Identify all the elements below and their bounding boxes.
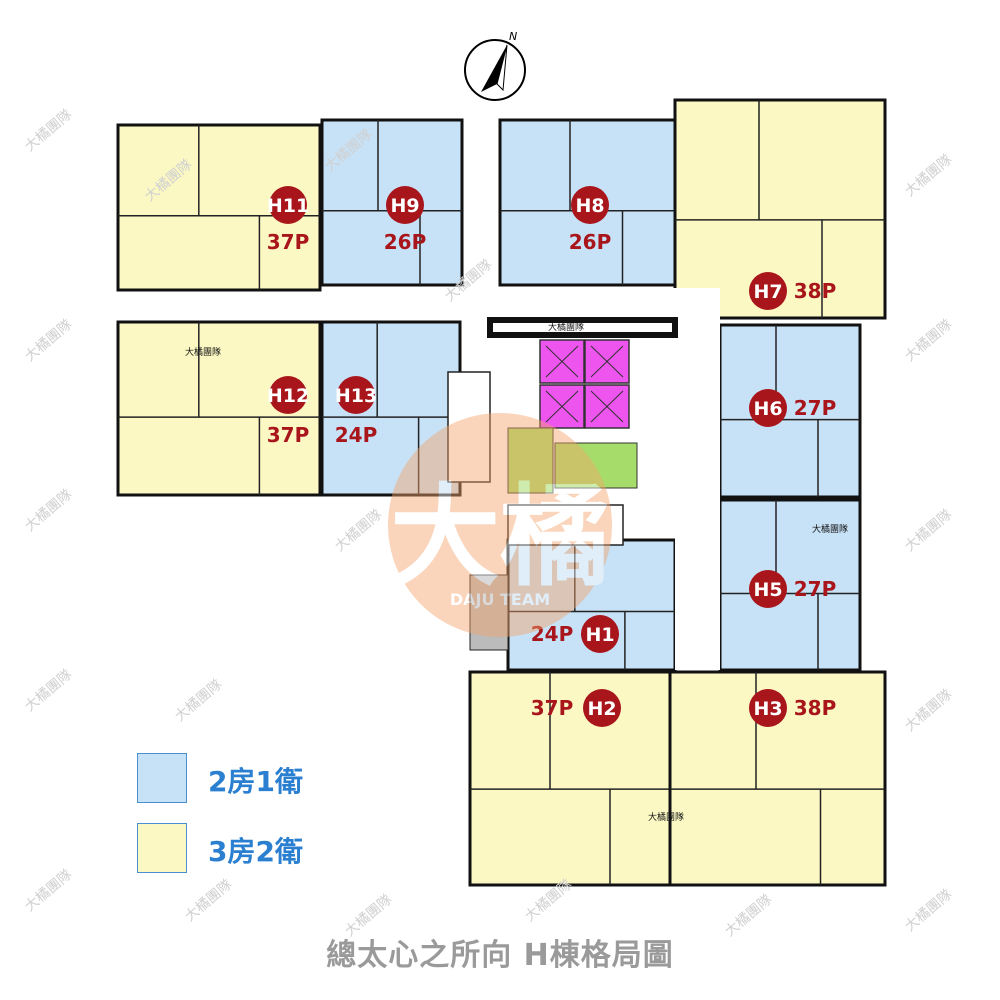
unit-label: H3 38P: [749, 689, 836, 727]
watermark-logo: 大橘 DAJU TEAM: [388, 413, 612, 637]
stairs: [554, 442, 638, 489]
legend-label-two-room: 2房1衛: [208, 765, 303, 798]
unit-size: 37P: [267, 230, 310, 254]
unit-label: H2 37P: [531, 689, 621, 727]
unit-id: H3: [753, 698, 782, 720]
elevator: [539, 384, 585, 429]
unit-badge: [269, 186, 307, 224]
unit-size: 26P: [384, 230, 427, 254]
shaft: [507, 504, 624, 546]
compass-label: N: [509, 30, 517, 43]
unit-badge: [749, 570, 787, 608]
unit-id: H8: [575, 195, 604, 217]
unit-size: 24P: [531, 622, 574, 646]
legend-label-three-room: 3房2衛: [208, 835, 303, 868]
elevator: [539, 339, 585, 384]
unit-id: H2: [587, 698, 616, 720]
unit-label: H6 27P: [749, 389, 836, 427]
unit-id: H1: [585, 624, 614, 646]
unit-id: H13: [335, 385, 377, 407]
unit-label: H8 26P: [569, 186, 612, 254]
shaft: [447, 371, 491, 483]
unit-size: 38P: [794, 279, 837, 303]
north-arrow-icon: N: [464, 30, 526, 101]
stairs: [507, 427, 554, 494]
unit-size: 37P: [531, 696, 574, 720]
unit-label: H5 27P: [749, 570, 836, 608]
unit-label: H11 37P: [267, 186, 310, 254]
legend-swatch-three-room: [137, 823, 187, 873]
logo-sub: DAJU TEAM: [450, 590, 550, 609]
unit-size: 37P: [267, 423, 310, 447]
unit-badge: [571, 186, 609, 224]
unit-size: 27P: [794, 396, 837, 420]
unit-label: H7 38P: [749, 272, 836, 310]
unit-id: H7: [753, 281, 782, 303]
unit-label: H12 37P: [267, 376, 310, 447]
building-core: [322, 288, 720, 670]
unit-badge: [269, 376, 307, 414]
unit-label: H9 26P: [384, 186, 427, 254]
utility-room: [469, 574, 509, 651]
unit-h2[interactable]: [468, 670, 672, 887]
unit-size: 26P: [569, 230, 612, 254]
elevator: [584, 384, 630, 429]
unit-badge: [749, 272, 787, 310]
unit-badge: [749, 389, 787, 427]
plan-label: 大橘團隊: [548, 321, 584, 333]
legend-swatch-two-room: [137, 753, 187, 803]
page-title: 總太心之所向 H棟格局圖: [326, 938, 674, 973]
unit-badge: [583, 689, 621, 727]
unit-badge: [386, 186, 424, 224]
unit-size: 24P: [335, 423, 378, 447]
unit-badge: [749, 689, 787, 727]
unit-h5[interactable]: [718, 498, 862, 672]
plan-label: 大橘團隊: [185, 346, 221, 358]
unit-size: 38P: [794, 696, 837, 720]
unit-label: H1 24P: [531, 615, 619, 653]
unit-id: H5: [753, 579, 782, 601]
logo-main: 大橘: [390, 473, 610, 601]
plan-label: 大橘團隊: [648, 811, 684, 823]
unit-id: H12: [267, 385, 309, 407]
unit-label: H13 24P: [335, 376, 378, 447]
unit-h6[interactable]: [718, 323, 862, 499]
unit-size: 27P: [794, 577, 837, 601]
unit-id: H6: [753, 398, 782, 420]
unit-id: H9: [390, 195, 419, 217]
plan-label: 大橘團隊: [812, 523, 848, 535]
unit-badge: [581, 615, 619, 653]
unit-badge: [337, 376, 375, 414]
elevator: [584, 339, 630, 384]
unit-id: H11: [267, 195, 309, 217]
